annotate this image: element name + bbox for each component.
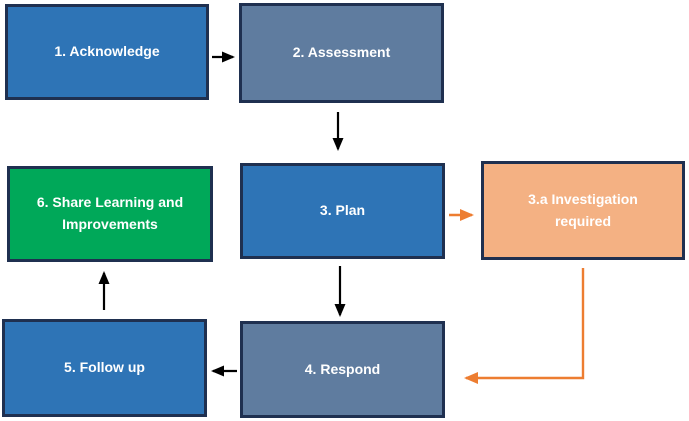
flow-box-acknowledge: 1. Acknowledge	[5, 4, 209, 100]
arrow-investigation-to-respond	[464, 268, 585, 384]
flow-box-share-learning-label: 6. Share Learning and Improvements	[36, 194, 184, 232]
flow-box-investigation-required-label: 3.a Investigation required	[528, 190, 638, 229]
flow-box-assessment: 2. Assessment	[239, 3, 444, 103]
flow-box-respond-label: 4. Respond	[304, 360, 381, 377]
flow-box-plan: 3. Plan	[240, 163, 445, 259]
flow-box-respond: 4. Respond	[240, 321, 445, 418]
flow-box-share-learning: 6. Share Learning and Improvements	[7, 166, 213, 262]
flow-box-follow-up-label: 5. Follow up	[64, 359, 145, 376]
flow-box-follow-up: 5. Follow up	[2, 319, 207, 417]
flow-box-plan-label: 3. Plan	[319, 202, 366, 219]
flow-box-acknowledge-label: 1. Acknowledge	[54, 43, 160, 60]
flow-box-investigation-required: 3.a Investigation required	[481, 161, 685, 260]
flow-box-assessment-label: 2. Assessment	[292, 44, 391, 61]
